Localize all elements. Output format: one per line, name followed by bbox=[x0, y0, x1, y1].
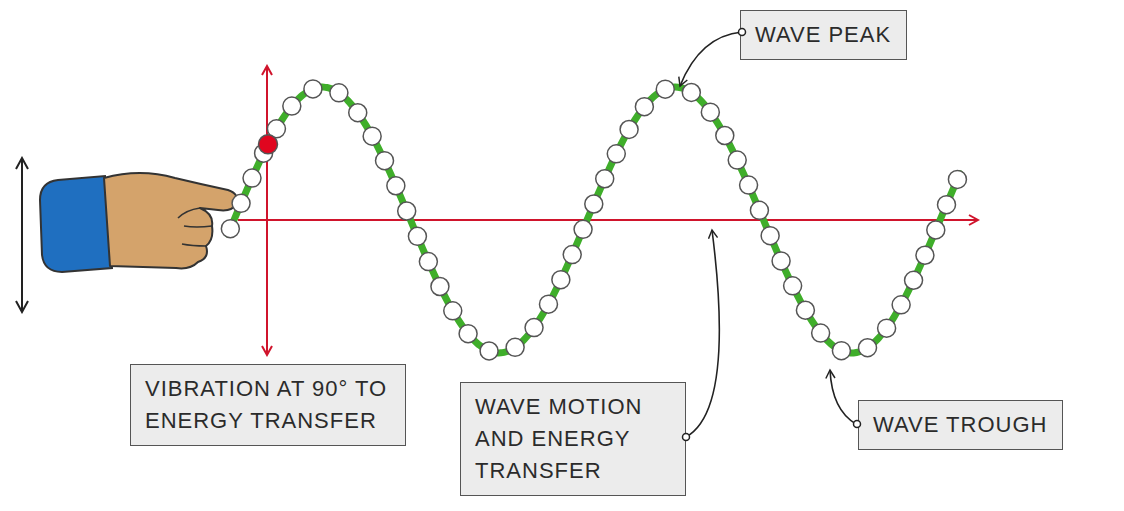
particle bbox=[832, 342, 850, 360]
particle bbox=[221, 220, 239, 238]
callout-text: WAVE MOTION AND ENERGY TRANSFER bbox=[475, 391, 673, 487]
particle bbox=[398, 202, 416, 220]
particle bbox=[796, 301, 814, 319]
marked-particle bbox=[259, 135, 278, 154]
particle bbox=[363, 127, 381, 145]
particle bbox=[772, 252, 790, 270]
particle bbox=[916, 246, 934, 264]
callout-text: WAVE TROUGH bbox=[873, 409, 1050, 441]
callout-box: WAVE MOTION AND ENERGY TRANSFER bbox=[460, 382, 686, 496]
particle bbox=[728, 151, 746, 169]
particle bbox=[892, 296, 910, 314]
particle bbox=[938, 196, 956, 214]
particle bbox=[376, 152, 394, 170]
particle bbox=[927, 221, 945, 239]
particle bbox=[784, 277, 802, 295]
particle bbox=[574, 220, 592, 238]
particle bbox=[635, 98, 653, 116]
leader-dot bbox=[854, 421, 861, 428]
particle bbox=[408, 227, 426, 245]
particle bbox=[459, 325, 477, 343]
leader-dot bbox=[739, 29, 746, 36]
callout-text: VIBRATION AT 90° TO ENERGY TRANSFER bbox=[145, 373, 393, 437]
particle bbox=[330, 84, 348, 102]
particle bbox=[585, 195, 603, 213]
particle bbox=[525, 319, 543, 337]
particle bbox=[948, 170, 966, 188]
particle bbox=[563, 246, 581, 264]
vibration-axis bbox=[266, 66, 268, 355]
particle bbox=[304, 80, 322, 98]
particle bbox=[283, 97, 301, 115]
wave-string bbox=[228, 87, 960, 353]
particle bbox=[859, 339, 877, 357]
particle bbox=[480, 342, 498, 360]
callout-box: WAVE PEAK bbox=[740, 10, 907, 60]
particle bbox=[444, 302, 462, 320]
motion-arrow bbox=[21, 158, 23, 312]
propagation-axis bbox=[238, 219, 978, 221]
particle bbox=[878, 319, 896, 337]
particle bbox=[232, 194, 250, 212]
particle bbox=[349, 104, 367, 122]
leader-line bbox=[686, 230, 719, 437]
particle bbox=[243, 169, 261, 187]
particle bbox=[552, 271, 570, 289]
particle bbox=[620, 120, 638, 138]
particle bbox=[656, 80, 674, 98]
particle bbox=[682, 83, 700, 101]
leader-dot bbox=[683, 434, 690, 441]
callout-text: WAVE PEAK bbox=[755, 19, 894, 51]
leader-line bbox=[830, 370, 856, 424]
callout-box: WAVE TROUGH bbox=[858, 400, 1063, 450]
callout-box: VIBRATION AT 90° TO ENERGY TRANSFER bbox=[130, 364, 406, 446]
particle bbox=[750, 201, 768, 219]
leader-line bbox=[680, 32, 742, 86]
particle bbox=[387, 177, 405, 195]
particle bbox=[419, 253, 437, 271]
particle bbox=[701, 103, 719, 121]
particle bbox=[716, 127, 734, 145]
particle bbox=[596, 170, 614, 188]
particle bbox=[607, 145, 625, 163]
hand bbox=[40, 173, 237, 272]
particle bbox=[506, 338, 524, 356]
particle bbox=[812, 324, 830, 342]
particle bbox=[539, 295, 557, 313]
particle bbox=[905, 271, 923, 289]
particle bbox=[740, 176, 758, 194]
particle bbox=[761, 227, 779, 245]
particle bbox=[431, 278, 449, 296]
